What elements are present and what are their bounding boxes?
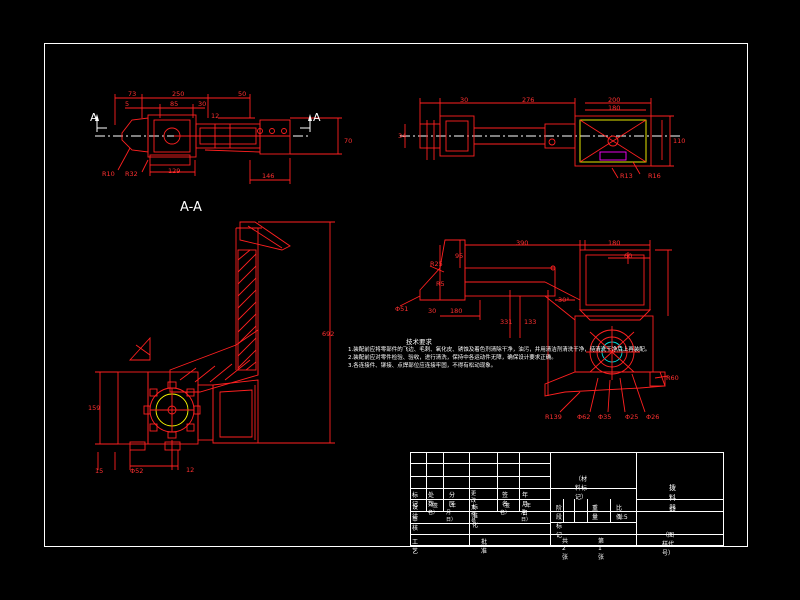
dim-label: 70 — [344, 137, 353, 145]
dim-label: 200 — [608, 96, 621, 104]
row-label: 工艺 — [412, 539, 419, 555]
dim-label: R16 — [648, 172, 661, 180]
weight-label: 重量 — [592, 505, 599, 521]
tech-requirements: 技术要求 1.装配前应将零部件的飞边、毛刺、氧化皮、锈蚀及着色剂清除干净，油污，… — [348, 338, 688, 370]
dim-label: Φ35 — [598, 413, 612, 421]
section-mark-right: A — [313, 111, 321, 124]
dim-label: 30° — [558, 296, 570, 304]
dim-label: 129 — [168, 167, 181, 175]
view-label-aa: A-A — [180, 200, 202, 215]
row-label: 批准 — [481, 539, 488, 555]
design-row-cell: （签名） — [500, 503, 511, 516]
dim-label: R25 — [430, 260, 443, 268]
design-row-cell: 标准化 — [472, 504, 479, 529]
dim-label: 390 — [516, 239, 529, 247]
design-row-cell: 设计 — [412, 504, 419, 520]
header-col: 签名 — [502, 492, 509, 508]
design-row-cell: （年月日） — [521, 503, 532, 523]
left-section-view — [95, 221, 335, 470]
header-col: 更改文件号 — [471, 491, 477, 525]
dim-label: 180 — [608, 104, 621, 112]
design-row-cell: （签名） — [428, 503, 439, 516]
tech-requirements-title: 技术要求 — [406, 338, 432, 346]
material-note: （材料标记） — [575, 476, 588, 501]
header-col: 分 区 — [449, 492, 456, 508]
dim-label: R10 — [102, 170, 115, 178]
dim-label: 50 — [238, 90, 247, 98]
stage-label: 阶段标记 — [556, 505, 563, 539]
dim-label: 15 — [95, 467, 104, 475]
sheet-no: 第 1 张 — [598, 538, 605, 561]
dim-label: 692 — [322, 330, 335, 338]
right-view — [399, 239, 672, 413]
dim-label: Φ52 — [130, 467, 144, 475]
dim-label: 12 — [186, 466, 195, 474]
dim-label: 95 — [455, 252, 464, 260]
dim-label: 180 — [450, 307, 463, 315]
dim-label: 5 — [125, 100, 130, 108]
dim-label: Φ62 — [577, 413, 591, 421]
dim-label: 73 — [128, 90, 137, 98]
top-right-view — [400, 98, 680, 179]
header-col: 标记 — [412, 492, 419, 508]
dim-label: 331 — [500, 318, 513, 326]
dim-label: Φ51 — [395, 305, 409, 313]
dim-label: 85 — [170, 100, 179, 108]
dim-label: R60 — [666, 374, 679, 382]
scale-value: 1:5 — [618, 514, 628, 521]
dim-label: R32 — [125, 170, 138, 178]
dim-label: 146 — [262, 172, 275, 180]
scale-label: 比例 — [616, 505, 623, 521]
dim-label: 276 — [522, 96, 535, 104]
dim-label: R139 — [545, 413, 562, 421]
dim-label: R13 — [620, 172, 633, 180]
header-col: 处数 — [428, 492, 435, 508]
tech-line-3: 3.各连接件、铆接、点焊部位应连接牢固，不得有松动现象。 — [348, 363, 497, 369]
dim-label: Φ25 — [625, 413, 639, 421]
dim-label: 60 — [624, 252, 633, 260]
dim-label: 34 — [398, 132, 407, 140]
dim-label: 180 — [608, 239, 621, 247]
sheet-border — [44, 43, 748, 547]
row-label: 审核 — [412, 516, 419, 532]
drawing-name: 拨料器 — [669, 484, 676, 512]
dim-label: 133 — [524, 318, 537, 326]
dim-label: 12 — [211, 112, 220, 120]
dim-label: 30 — [198, 100, 207, 108]
dim-label: 110 — [673, 137, 686, 145]
dim-label: 250 — [172, 90, 185, 98]
dim-label: Φ26 — [646, 413, 660, 421]
dim-label: 30 — [428, 307, 437, 315]
dim-label: 30 — [460, 96, 469, 104]
dim-label: 159 — [88, 404, 101, 412]
sheets-total: 共 2 张 — [562, 538, 569, 561]
section-mark-left: A — [90, 111, 98, 124]
tech-line-1: 1.装配前应将零部件的飞边、毛刺、氧化皮、锈蚀及着色剂清除干净，油污，并用清洁剂… — [348, 347, 651, 353]
drawing-code: （图样代号） — [662, 532, 675, 557]
title-block — [410, 452, 724, 546]
top-left-view — [95, 94, 342, 184]
dim-label: R5 — [436, 280, 445, 288]
tech-line-2: 2.装配前应对零件检验、验收，进行清洗，保持中各运动件无障，确保设计要求正确。 — [348, 355, 557, 361]
design-row-cell: （年月日） — [446, 503, 457, 523]
header-col: 年 月 日 — [522, 492, 529, 517]
